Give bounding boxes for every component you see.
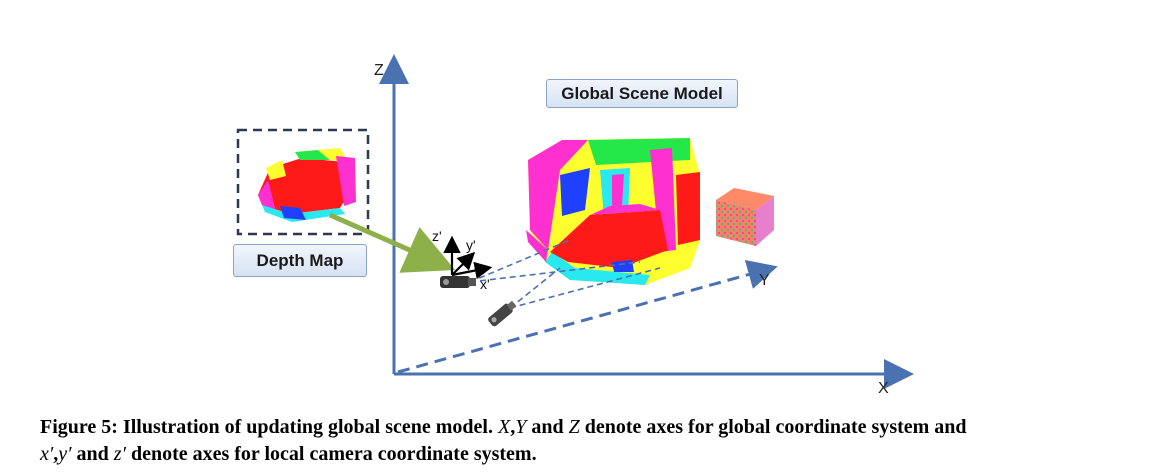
camera-icon-2	[488, 300, 517, 327]
depth-map-label: Depth Map	[233, 244, 367, 277]
caption-math-X: X	[498, 416, 511, 438]
caption-figure-label: Figure 5:	[40, 416, 118, 438]
diagram-figure	[236, 54, 914, 389]
global-y-axis	[397, 259, 778, 374]
caption-text-1: Illustration of updating global scene mo…	[122, 416, 493, 438]
caption-and-2: and	[76, 443, 109, 465]
caption-sep-2: ,	[53, 443, 59, 465]
depth-map-point-cloud	[258, 148, 356, 222]
caption-math-y-prime: y′	[58, 443, 72, 465]
global-z-label: Z	[374, 62, 384, 79]
global-x-label: X	[878, 380, 889, 397]
depth-map-frame	[236, 128, 370, 236]
camera-view-lines	[469, 239, 661, 309]
caption-math-Y: Y	[515, 416, 527, 438]
cube-object	[716, 188, 774, 246]
depth-map-to-camera-arrow	[328, 212, 456, 273]
figure-caption: Figure 5: Illustration of updating globa…	[40, 414, 1140, 468]
global-scene-point-cloud	[526, 138, 700, 285]
caption-text-2: denote axes for global coordinate system…	[584, 416, 967, 438]
caption-math-z-prime: z′	[113, 443, 126, 465]
camera-icon	[440, 276, 476, 288]
global-y-label: Y	[759, 272, 770, 289]
local-x-label: x'	[480, 276, 490, 292]
caption-math-Z: Z	[568, 416, 580, 438]
caption-sep-1: ,	[510, 416, 516, 438]
caption-text-3: denote axes for local camera coordinate …	[130, 443, 537, 465]
local-y-label: y'	[466, 237, 476, 253]
global-scene-model-label: Global Scene Model	[546, 79, 738, 108]
local-z-label: z'	[432, 228, 442, 244]
caption-and-1: and	[531, 416, 564, 438]
local-axes	[443, 235, 493, 280]
caption-math-x-prime: x′	[40, 443, 54, 465]
